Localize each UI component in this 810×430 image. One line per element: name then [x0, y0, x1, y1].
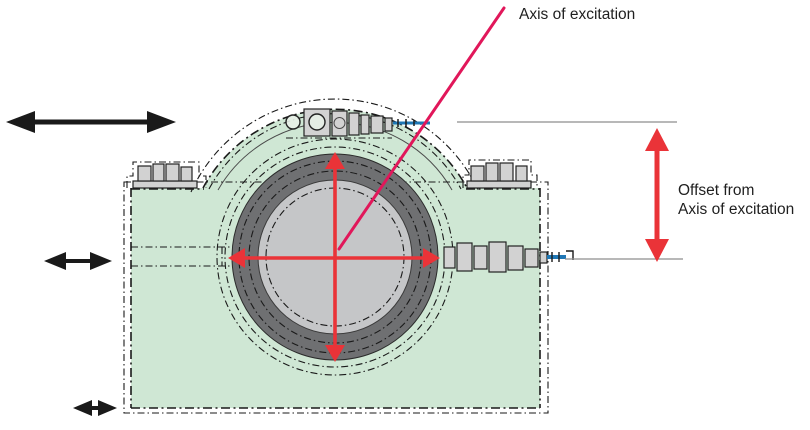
top-fitting-bore-small [333, 117, 346, 129]
housing-hidden-outline [123, 181, 549, 414]
sensor-block [524, 248, 539, 268]
arrowhead-left [228, 248, 245, 268]
offset-dimension-arrow [645, 128, 669, 262]
sensor-block [507, 245, 524, 271]
right-fitting-block [485, 162, 499, 182]
housing-split-line [131, 246, 236, 267]
cable-ticks-right [551, 250, 574, 262]
right-sensor-assembly [443, 241, 574, 273]
offset-label-line2: Axis of excitation [678, 201, 795, 218]
right-fitting-base [466, 180, 532, 189]
offset-label: Offset from Axis of excitation [678, 181, 794, 219]
left-fitting-outline [126, 161, 207, 188]
right-fitting-outline [462, 159, 538, 188]
sensor-block [473, 245, 488, 270]
left-fitting-block [152, 163, 165, 182]
sensor-block [488, 241, 507, 273]
top-arch-fittings [285, 108, 430, 139]
left-shoulder-fitting [126, 161, 207, 189]
axial-arrow-middle-head-left [44, 252, 66, 270]
top-fitting-block [370, 115, 384, 134]
arrowhead-right [423, 248, 440, 268]
right-fitting-block [470, 165, 485, 182]
arrowhead-down [325, 345, 345, 362]
crosshair-arrows [228, 152, 440, 362]
sensor-block [443, 246, 456, 269]
offset-arrowhead-down [645, 239, 669, 262]
axial-arrow-top [6, 111, 176, 133]
top-fitting-block [384, 117, 393, 132]
axial-arrow-bottom-head-right [98, 400, 117, 416]
axial-arrow-middle [44, 252, 112, 270]
axial-arrow-bottom [73, 400, 117, 416]
right-fitting-block [499, 162, 514, 182]
axial-arrow-top-head-right [147, 111, 176, 133]
offset-arrowhead-up [645, 128, 669, 151]
top-fitting-ring [285, 114, 301, 130]
housing-dome [203, 109, 467, 188]
arrowhead-up [325, 152, 345, 169]
top-fitting-block [348, 112, 360, 136]
offset-label-line1: Offset from [678, 182, 755, 199]
cable-ticks-top [397, 119, 415, 127]
dome-clearance-arc [190, 98, 480, 193]
axis-of-excitation-leader-line [337, 6, 506, 251]
left-fitting-block [165, 163, 180, 182]
sensor-connector [539, 251, 548, 264]
top-fitting-block [331, 110, 348, 137]
axial-arrow-middle-head-right [90, 252, 112, 270]
axis-of-excitation-label: Axis of excitation [519, 6, 636, 23]
dome-hidden-arc [208, 113, 462, 190]
left-fitting-block [137, 165, 152, 182]
left-fitting-block [180, 166, 193, 182]
top-fitting-block [360, 114, 370, 135]
left-fitting-base [132, 180, 198, 189]
sensor-block [456, 242, 473, 272]
axial-arrow-bottom-head-left [73, 400, 92, 416]
right-shoulder-fitting [462, 159, 538, 189]
axial-arrow-top-head-left [6, 111, 35, 133]
dome-outer-arc [202, 108, 468, 189]
right-fitting-block [515, 165, 528, 182]
top-fitting-bore [308, 113, 326, 131]
